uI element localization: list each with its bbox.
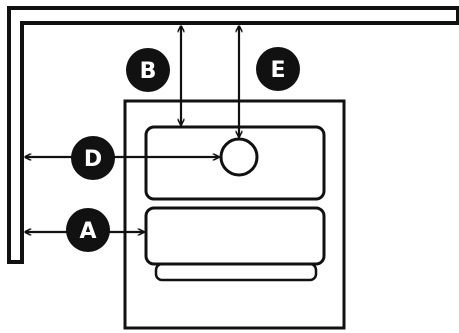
marker-b-label: B: [140, 59, 157, 84]
marker-e: E: [256, 47, 300, 91]
marker-a: A: [66, 208, 110, 252]
marker-d: D: [71, 136, 115, 180]
control-knob: [219, 137, 259, 177]
lower-compartment: [144, 206, 326, 266]
marker-a-label: A: [79, 219, 96, 244]
marker-e-label: E: [270, 58, 285, 83]
marker-d-label: D: [84, 147, 102, 172]
unit-cabinet: [123, 99, 346, 330]
upper-compartment: [144, 125, 326, 201]
base-tray: [154, 262, 318, 282]
wall-frame: [7, 6, 459, 264]
marker-b: B: [126, 48, 170, 92]
